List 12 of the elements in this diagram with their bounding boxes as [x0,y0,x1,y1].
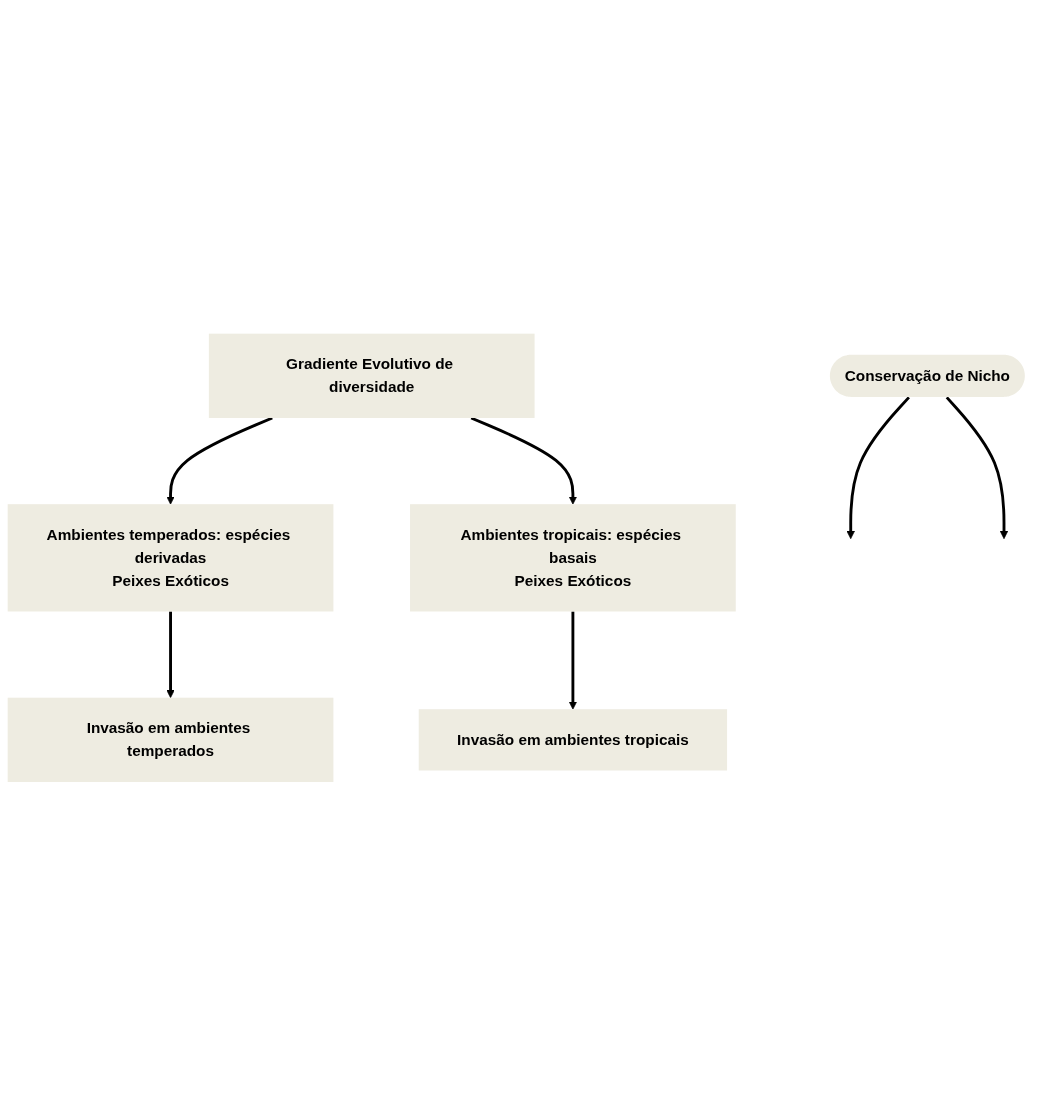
arrow [568,611,578,710]
arrow [846,396,910,540]
node-box: Ambientes temperados: espécies derivadas Peixes Exóticos [7,504,334,612]
node-box: Invasão em ambientes temperados [7,697,334,783]
arrow [166,416,273,505]
arrow [945,396,1009,540]
node-box: Ambientes tropicais: espécies basais Peixes Exóticos [410,504,736,612]
arrow [470,416,578,505]
node-box: Gradiente Evolutivo de diversidade [208,333,535,419]
node-box: Invasão em ambientes tropicais [418,709,728,771]
arrow [166,611,175,699]
node-box: Conservação de Nicho [829,354,1025,398]
